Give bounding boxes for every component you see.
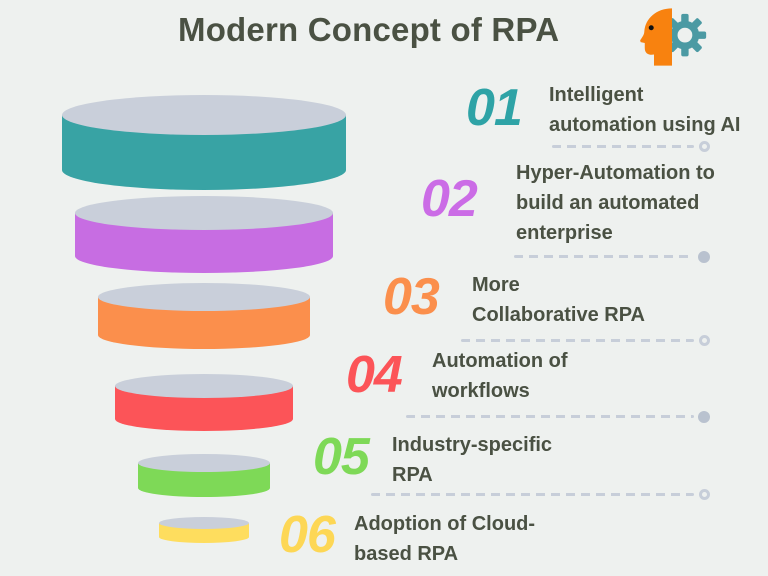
item-1-line-1: Intelligent [549,84,644,106]
item-5-separator [371,488,710,500]
head-profile-icon [640,8,672,66]
dashed-line [371,492,694,496]
funnel-level-5-top [138,454,270,472]
funnel-level-6 [159,517,249,543]
item-1-number: 01 [466,79,523,137]
item-3-line-2: Collaborative RPA [472,304,645,326]
item-4-line-1: Automation of [432,350,568,372]
item-2-number: 02 [421,170,478,228]
dot-end-icon [698,250,710,263]
eye-dot [648,25,654,31]
page-title: Modern Concept of RPA [178,11,560,48]
ring-end-icon [699,489,710,500]
dashed-line [552,144,694,148]
funnel-level-6-top [159,517,249,529]
item-4-text: Automation of workflows [432,346,568,406]
dashed-line [514,254,694,258]
funnel-level-1-top [62,95,346,135]
item-1-separator [552,140,710,152]
item-6-line-1: Adoption of Cloud- [354,513,536,535]
item-2-text: Hyper-Automation to build an automated e… [516,158,715,248]
item-2-separator [514,250,710,263]
funnel-level-5 [138,454,270,497]
item-4-line-2: workflows [432,380,530,402]
funnel-level-4-top [115,374,293,398]
item-4-number: 04 [346,346,403,404]
dashed-line [406,414,694,418]
funnel-level-4 [115,374,293,431]
ring-end-icon [699,335,710,346]
item-5-line-1: Industry-specific [392,434,553,456]
head-gear-icon [636,6,708,73]
head-gear-svg [640,8,707,66]
item-2-line-1: Hyper-Automation to [516,162,715,184]
item-3-text: More Collaborative RPA [472,270,645,330]
ring-end-icon [699,141,710,152]
item-4-separator [406,410,710,423]
funnel-level-3 [98,283,310,349]
funnel-level-2-top [75,196,333,230]
item-3-separator [461,334,710,346]
item-6-number: 06 [279,506,336,564]
funnel-level-2 [75,196,333,273]
item-3-line-1: More [472,274,520,296]
item-1-text: Intelligent automation using AI [549,80,740,140]
item-1-line-2: automation using AI [549,114,741,136]
item-5-line-2: RPA [392,464,433,486]
item-6-text: Adoption of Cloud- based RPA [354,509,535,569]
item-5-number: 05 [313,428,370,486]
funnel-level-3-top [98,283,310,311]
dot-end-icon [698,410,710,423]
dashed-line [461,338,694,342]
item-6-line-2: based RPA [354,543,459,565]
item-2-line-3: enterprise [516,222,613,244]
item-2-line-2: build an automated [516,192,700,214]
item-3-number: 03 [383,268,440,326]
gear-hole [677,27,693,43]
funnel-level-1 [62,95,346,190]
item-5-text: Industry-specific RPA [392,430,552,490]
